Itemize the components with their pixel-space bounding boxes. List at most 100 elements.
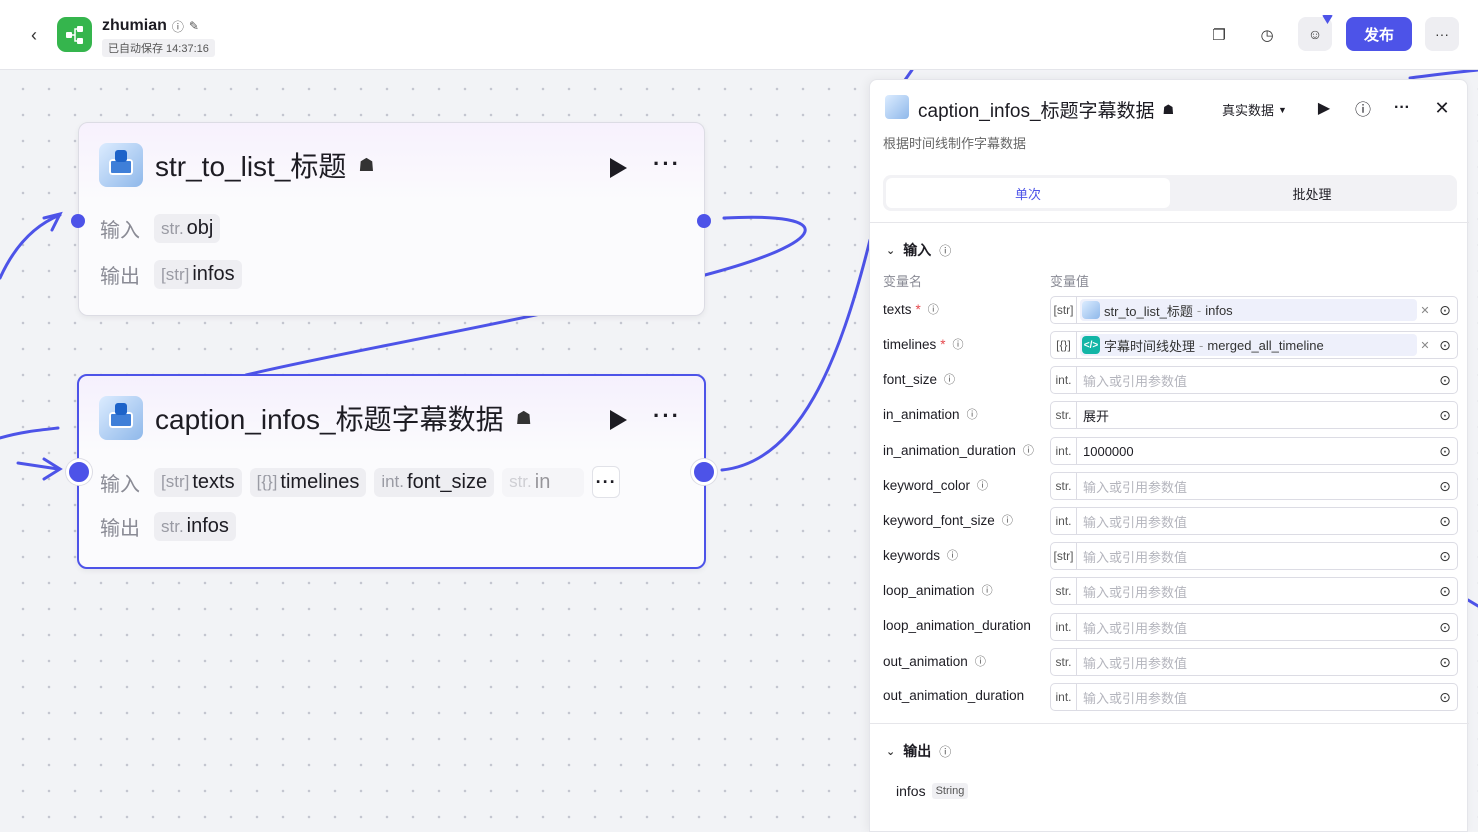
clear-icon[interactable]: ✕ — [1420, 304, 1430, 317]
param-input[interactable]: int. 输入或引用参数值 ⊙ — [1050, 507, 1458, 535]
info-icon[interactable]: ⓘ — [977, 480, 989, 492]
back-button[interactable]: ‹ — [22, 24, 46, 46]
clear-icon[interactable]: ✕ — [1420, 339, 1430, 352]
param-input[interactable]: int. 输入或引用参数值 ⊙ — [1050, 366, 1458, 394]
workflow-logo-icon — [65, 25, 83, 44]
run-icon[interactable]: ▶ — [1317, 100, 1331, 117]
param-input[interactable]: str. 输入或引用参数值 ⊙ — [1050, 472, 1458, 500]
variable-picker-icon[interactable]: ⊙ — [1439, 547, 1451, 564]
param-value-reference[interactable]: [str] str_to_list_标题-infos ✕ ⊙ — [1050, 296, 1458, 324]
param-placeholder[interactable]: 输入或引用参数值 — [1083, 549, 1188, 565]
param-input[interactable]: int. 输入或引用参数值 ⊙ — [1050, 683, 1458, 711]
data-mode-select[interactable]: 真实数据 ▼ — [1222, 100, 1287, 119]
collaborators-button[interactable]: ☺ — [1298, 17, 1332, 51]
input-port[interactable] — [71, 214, 85, 228]
edit-icon[interactable]: ✎ — [188, 19, 199, 33]
input-tag: [str]texts — [154, 467, 242, 497]
run-icon[interactable] — [606, 408, 628, 430]
variable-picker-icon[interactable]: ⊙ — [1439, 406, 1451, 423]
node-caption-infos[interactable]: caption_infos_标题字幕数据 ☗ ··· 输入 [str]texts… — [66, 374, 717, 569]
more-icon[interactable]: ··· — [653, 403, 681, 428]
param-input[interactable]: str. 展开 ⊙ — [1050, 401, 1458, 429]
info-icon[interactable]: ⓘ — [947, 550, 959, 562]
copy-icon[interactable]: ❐ — [1212, 27, 1226, 44]
info-icon[interactable]: ⓘ — [939, 243, 952, 258]
param-input[interactable]: str. 输入或引用参数值 ⊙ — [1050, 648, 1458, 676]
variable-picker-icon[interactable]: ⊙ — [1439, 336, 1451, 353]
variable-picker-icon[interactable]: ⊙ — [1439, 653, 1451, 670]
tab-batch[interactable]: 批处理 — [1292, 186, 1332, 202]
param-value[interactable]: 展开 — [1083, 408, 1110, 424]
variable-picker-icon[interactable]: ⊙ — [1439, 477, 1451, 494]
type-badge: [{}] — [1051, 332, 1077, 358]
variable-picker-icon[interactable]: ⊙ — [1439, 301, 1451, 318]
variable-picker-icon[interactable]: ⊙ — [1439, 442, 1451, 459]
variable-reference[interactable]: </> 字幕时间线处理-merged_all_timeline — [1080, 334, 1417, 356]
more-icon[interactable]: ··· — [653, 151, 681, 176]
param-value-reference[interactable]: [{}] </> 字幕时间线处理-merged_all_timeline ✕ ⊙ — [1050, 331, 1458, 359]
input-section-header[interactable]: ⌄ 输入 ⓘ — [886, 240, 951, 260]
type-badge: str. — [1051, 649, 1077, 675]
output-port[interactable] — [691, 459, 717, 485]
info-icon[interactable]: ⓘ — [939, 744, 952, 759]
history-icon[interactable]: ◷ — [1260, 27, 1274, 44]
param-input[interactable]: int. 输入或引用参数值 ⊙ — [1050, 613, 1458, 641]
node-title: caption_infos_标题字幕数据 — [155, 404, 504, 435]
view-icon[interactable]: ☗ — [358, 154, 375, 175]
info-icon[interactable]: ⓘ — [981, 585, 993, 597]
info-icon[interactable]: ⓘ — [974, 656, 986, 668]
variable-picker-icon[interactable]: ⊙ — [1439, 618, 1451, 635]
column-header-value: 变量值 — [1050, 274, 1090, 289]
tab-single[interactable]: 单次 — [886, 178, 1170, 208]
more-icon[interactable]: ··· — [1394, 99, 1410, 116]
auto-save-status: 已自动保存 14:37:16 — [102, 39, 215, 57]
help-icon[interactable]: ⓘ — [1354, 102, 1371, 119]
param-placeholder[interactable]: 输入或引用参数值 — [1083, 514, 1188, 530]
variable-picker-icon[interactable]: ⊙ — [1439, 582, 1451, 599]
variable-picker-icon[interactable]: ⊙ — [1439, 512, 1451, 529]
edge-caption-out — [720, 238, 872, 472]
info-icon[interactable]: ⓘ — [952, 339, 964, 351]
variable-picker-icon[interactable]: ⊙ — [1439, 371, 1451, 388]
info-icon[interactable]: ⓘ — [1022, 445, 1034, 457]
type-badge: int. — [1051, 438, 1077, 464]
param-placeholder[interactable]: 输入或引用参数值 — [1083, 479, 1188, 495]
info-icon[interactable]: ⓘ — [171, 19, 184, 34]
variable-picker-icon[interactable]: ⊙ — [1439, 688, 1451, 705]
edge-in-caption — [16, 461, 60, 471]
info-icon[interactable]: ⓘ — [1001, 515, 1013, 527]
more-icon: ··· — [1435, 26, 1449, 42]
node-str-to-list[interactable]: str_to_list_标题 ☗ ··· 输入 str.obj 输出 [str]… — [71, 122, 711, 316]
view-icon[interactable]: ☗ — [515, 407, 532, 428]
plugin-icon — [99, 143, 143, 187]
close-icon[interactable]: ✕ — [1434, 97, 1450, 118]
input-port[interactable] — [66, 459, 92, 485]
info-icon[interactable]: ⓘ — [944, 374, 956, 386]
output-section-header[interactable]: ⌄ 输出 ⓘ — [886, 741, 951, 761]
run-icon[interactable] — [606, 156, 628, 178]
param-value[interactable]: 1000000 — [1083, 443, 1134, 459]
variable-reference[interactable]: str_to_list_标题-infos — [1080, 299, 1417, 321]
more-inputs-button[interactable]: ··· — [592, 466, 621, 498]
param-placeholder[interactable]: 输入或引用参数值 — [1083, 620, 1188, 636]
param-placeholder[interactable]: 输入或引用参数值 — [1083, 373, 1188, 389]
view-icon[interactable]: ☗ — [1162, 101, 1175, 117]
param-input[interactable]: str. 输入或引用参数值 ⊙ — [1050, 577, 1458, 605]
publish-button[interactable]: 发布 — [1346, 17, 1412, 51]
param-placeholder[interactable]: 输入或引用参数值 — [1083, 690, 1188, 706]
output-port[interactable] — [697, 214, 711, 228]
panel-title: caption_infos_标题字幕数据 ☗ — [918, 96, 1174, 123]
info-icon[interactable]: ⓘ — [927, 304, 939, 316]
param-input[interactable]: int. 1000000 ⊙ — [1050, 437, 1458, 465]
param-input[interactable]: [str] 输入或引用参数值 ⊙ — [1050, 542, 1458, 570]
panel-title-text: caption_infos_标题字幕数据 — [918, 101, 1155, 122]
info-icon[interactable]: ⓘ — [966, 409, 978, 421]
param-placeholder[interactable]: 输入或引用参数值 — [1083, 584, 1188, 600]
more-menu-button[interactable]: ··· — [1425, 17, 1459, 51]
param-placeholder[interactable]: 输入或引用参数值 — [1083, 655, 1188, 671]
